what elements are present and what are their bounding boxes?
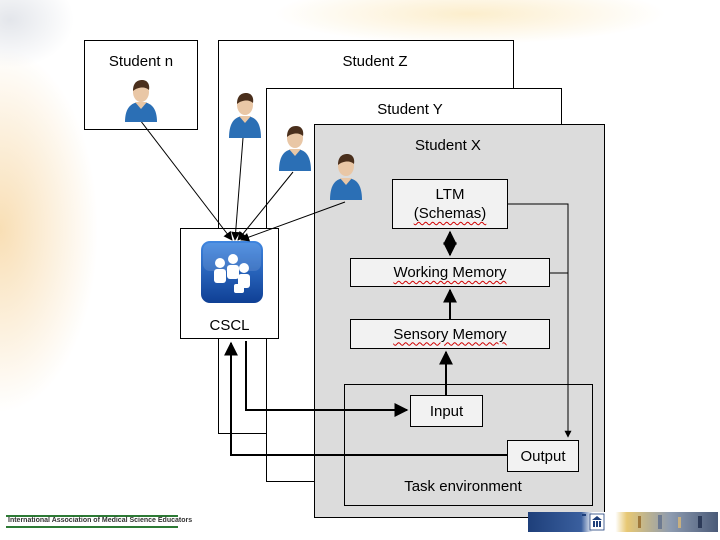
cscl-label: CSCL	[209, 317, 250, 334]
cscl-box: CSCL	[180, 228, 279, 339]
student-y-person-icon	[278, 123, 312, 176]
footer-organization: International Association of Medical Sci…	[6, 515, 192, 529]
student-n-label: Student n	[108, 53, 174, 70]
ltm-box: LTM (Schemas)	[392, 179, 508, 229]
sensory-memory-box: Sensory Memory	[350, 319, 550, 349]
schemas-label: (Schemas)	[413, 205, 487, 222]
task-environment-label: Task environment	[404, 478, 522, 495]
footer-org-text: International Association of Medical Sci…	[8, 517, 193, 524]
input-box: Input	[410, 395, 483, 427]
input-label: Input	[429, 402, 464, 420]
student-x-label: Student X	[415, 137, 481, 154]
sensory-memory-label: Sensory Memory	[393, 325, 507, 343]
ltm-label: LTM	[435, 186, 465, 203]
working-memory-label: Working Memory	[393, 264, 507, 281]
output-label: Output	[520, 447, 566, 465]
ghent-university-logo	[528, 512, 718, 532]
student-x-person-icon	[329, 150, 363, 205]
group-app-icon	[200, 240, 264, 304]
student-z-person-icon	[228, 90, 262, 143]
student-y-label: Student Y	[377, 101, 443, 118]
working-memory-box: Working Memory	[350, 258, 550, 287]
student-n-person-icon	[124, 78, 158, 127]
student-z-label: Student Z	[342, 53, 408, 70]
output-box: Output	[507, 440, 579, 472]
